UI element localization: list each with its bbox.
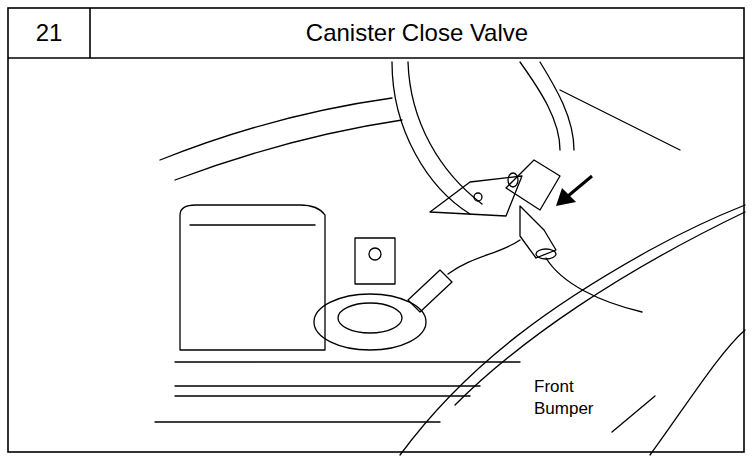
- pointer-arrow: [556, 176, 592, 206]
- line-art: [190, 224, 315, 225]
- line-art: [155, 421, 440, 422]
- line-art: [400, 205, 745, 455]
- number-cell: 21: [8, 8, 90, 58]
- line-art: [8, 57, 744, 59]
- frame: [8, 8, 744, 452]
- line-art: [650, 330, 745, 455]
- line-art: [448, 240, 520, 274]
- line-art: [560, 90, 680, 150]
- title-cell: Canister Close Valve: [90, 8, 744, 58]
- line-art: [506, 160, 560, 210]
- part-label: Front Bumper: [534, 376, 612, 420]
- line-art: [160, 98, 392, 160]
- line-art: [556, 188, 576, 206]
- line-art: [338, 303, 402, 333]
- line-art: [355, 238, 395, 284]
- line-art: [520, 62, 560, 150]
- engine-bay-art: [155, 62, 745, 455]
- line-art: [175, 361, 520, 362]
- line-art: [175, 395, 470, 396]
- line-art: [89, 8, 91, 58]
- line-art: [474, 193, 482, 201]
- figure-title: Canister Close Valve: [306, 19, 528, 47]
- line-art: [175, 120, 402, 180]
- line-art: [314, 294, 426, 350]
- line-art: [508, 173, 518, 187]
- line-art: [369, 248, 381, 260]
- figure-number: 21: [36, 19, 63, 47]
- line-art: [520, 206, 556, 258]
- line-art: [408, 270, 452, 312]
- line-art: [180, 205, 325, 350]
- line-art: [175, 385, 480, 386]
- line-art: [568, 176, 592, 196]
- line-art: [540, 62, 574, 150]
- line-art: [455, 212, 745, 405]
- line-art: [8, 8, 744, 452]
- line-art: [612, 396, 655, 432]
- line-art: [408, 62, 482, 204]
